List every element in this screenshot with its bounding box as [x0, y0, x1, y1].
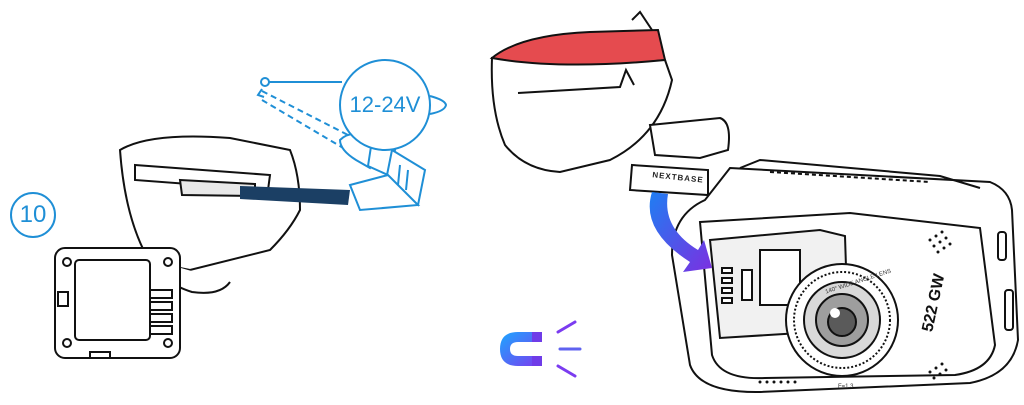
- camera-lens: [786, 264, 898, 376]
- voltage-label: 12-24V: [340, 60, 430, 150]
- left-mount: [55, 137, 300, 359]
- adhesive-mount: [492, 12, 729, 195]
- lens-aperture: F=1.3: [838, 384, 854, 390]
- step-number-badge: 10: [10, 192, 56, 238]
- magnet-icon: [500, 322, 580, 376]
